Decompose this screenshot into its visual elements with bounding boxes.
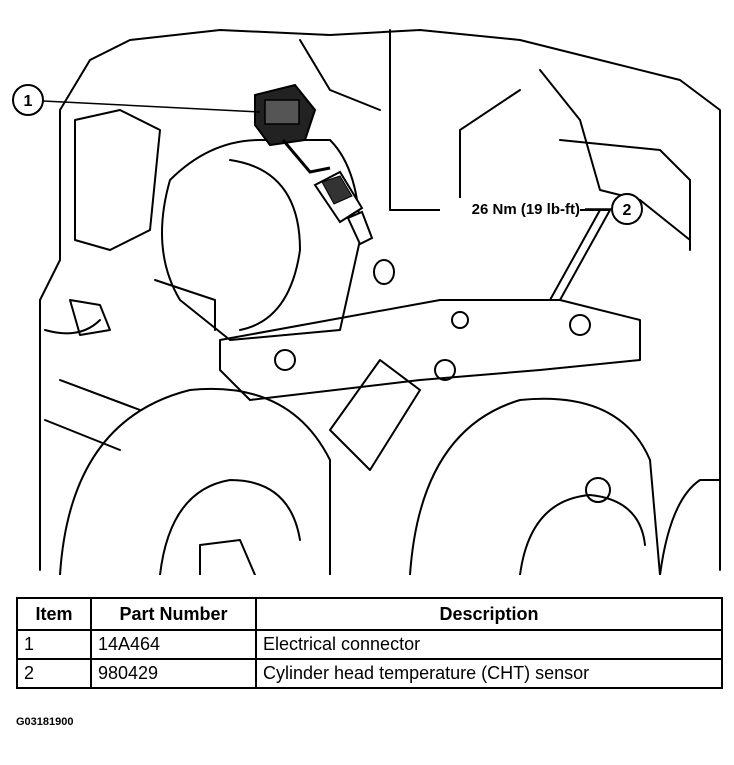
figure-id: G03181900 xyxy=(16,716,74,728)
table-row: 2 980429 Cylinder head temperature (CHT)… xyxy=(16,658,723,689)
engine-block xyxy=(39,29,721,571)
table-header-row: Item Part Number Description xyxy=(16,597,723,631)
callout-1-number: 1 xyxy=(24,93,33,110)
table-row: 1 14A464 Electrical connector xyxy=(16,629,723,660)
callout-2-number: 2 xyxy=(623,202,632,219)
bolt-left xyxy=(69,299,111,336)
row-part-number: 980429 xyxy=(90,658,257,689)
row-part-number: 14A464 xyxy=(90,629,257,660)
row-item: 1 xyxy=(16,629,92,660)
parts-table: Item Part Number Description 1 14A464 El… xyxy=(16,597,723,689)
mounting-bracket xyxy=(219,209,641,401)
coolant-pipe xyxy=(329,359,421,471)
timing-cover xyxy=(154,139,361,341)
header-part-number: Part Number xyxy=(90,597,257,631)
torque-spec: 26 Nm (19 lb-ft) xyxy=(472,201,580,218)
row-item: 2 xyxy=(16,658,92,689)
pulley-right xyxy=(409,397,721,575)
row-description: Cylinder head temperature (CHT) sensor xyxy=(255,658,723,689)
electrical-connector xyxy=(254,83,331,174)
callout-2: 2 xyxy=(585,193,643,225)
callout-1: 1 xyxy=(12,84,261,116)
header-item: Item xyxy=(16,597,92,631)
cht-sensor xyxy=(313,170,395,285)
pulley-left xyxy=(59,387,331,575)
row-description: Electrical connector xyxy=(255,629,723,660)
engine-illustration: 1 2 26 Nm (19 lb-ft) xyxy=(12,29,721,575)
header-description: Description xyxy=(255,597,723,631)
